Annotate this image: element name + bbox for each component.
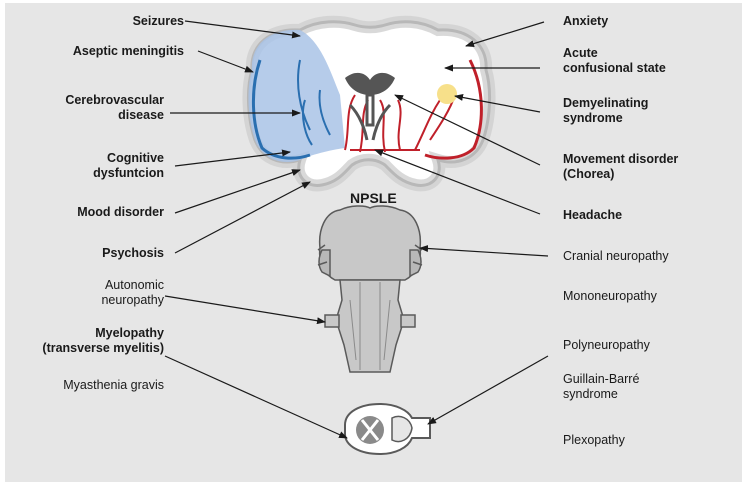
label-plexopathy: Plexopathy [563, 433, 625, 448]
brain-coronal-section [248, 22, 489, 186]
arrow-anxiety [466, 22, 544, 46]
label-aseptic-meningitis: Aseptic meningitis [73, 44, 184, 59]
nerve-root-left [325, 315, 339, 327]
label-cerebrovascular-disease: Cerebrovascular disease [65, 93, 164, 123]
brainstem [318, 206, 422, 372]
label-cognitive-dysfunction: Cognitive dysfuntcion [93, 151, 164, 181]
diagram-title: NPSLE [350, 190, 397, 206]
label-headache: Headache [563, 208, 622, 223]
label-polyneuropathy: Polyneuropathy [563, 338, 650, 353]
label-mood-disorder: Mood disorder [77, 205, 164, 220]
arrow-cranial-neuropathy [420, 248, 548, 256]
label-mononeuropathy: Mononeuropathy [563, 289, 657, 304]
label-anxiety: Anxiety [563, 14, 608, 29]
arrow-aseptic-meningitis [198, 51, 253, 72]
arrow-myelopathy [165, 356, 347, 438]
arrow-autonomic-neuropathy [165, 296, 325, 322]
label-guillain-barre-syndrome: Guillain-Barré syndrome [563, 372, 639, 402]
demyelination-lesion [437, 84, 457, 104]
arrow-polyneuropathy [428, 356, 548, 424]
label-demyelinating-syndrome: Demyelinating syndrome [563, 96, 648, 126]
label-cranial-neuropathy: Cranial neuropathy [563, 249, 669, 264]
arrow-psychosis [175, 182, 310, 253]
label-autonomic-neuropathy: Autonomic neuropathy [101, 278, 164, 308]
nerve-root-right [401, 315, 415, 327]
spinal-cord-cross-section [345, 404, 430, 454]
label-acute-confusional-state: Acute confusional state [563, 46, 666, 76]
label-myasthenia-gravis: Myasthenia gravis [63, 378, 164, 393]
pons [320, 206, 421, 280]
label-movement-disorder: Movement disorder (Chorea) [563, 152, 678, 182]
label-seizures: Seizures [133, 14, 184, 29]
label-psychosis: Psychosis [102, 246, 164, 261]
arrow-mood-disorder [175, 170, 300, 213]
medulla [336, 280, 404, 372]
label-myelopathy: Myelopathy (transverse myelitis) [42, 326, 164, 356]
